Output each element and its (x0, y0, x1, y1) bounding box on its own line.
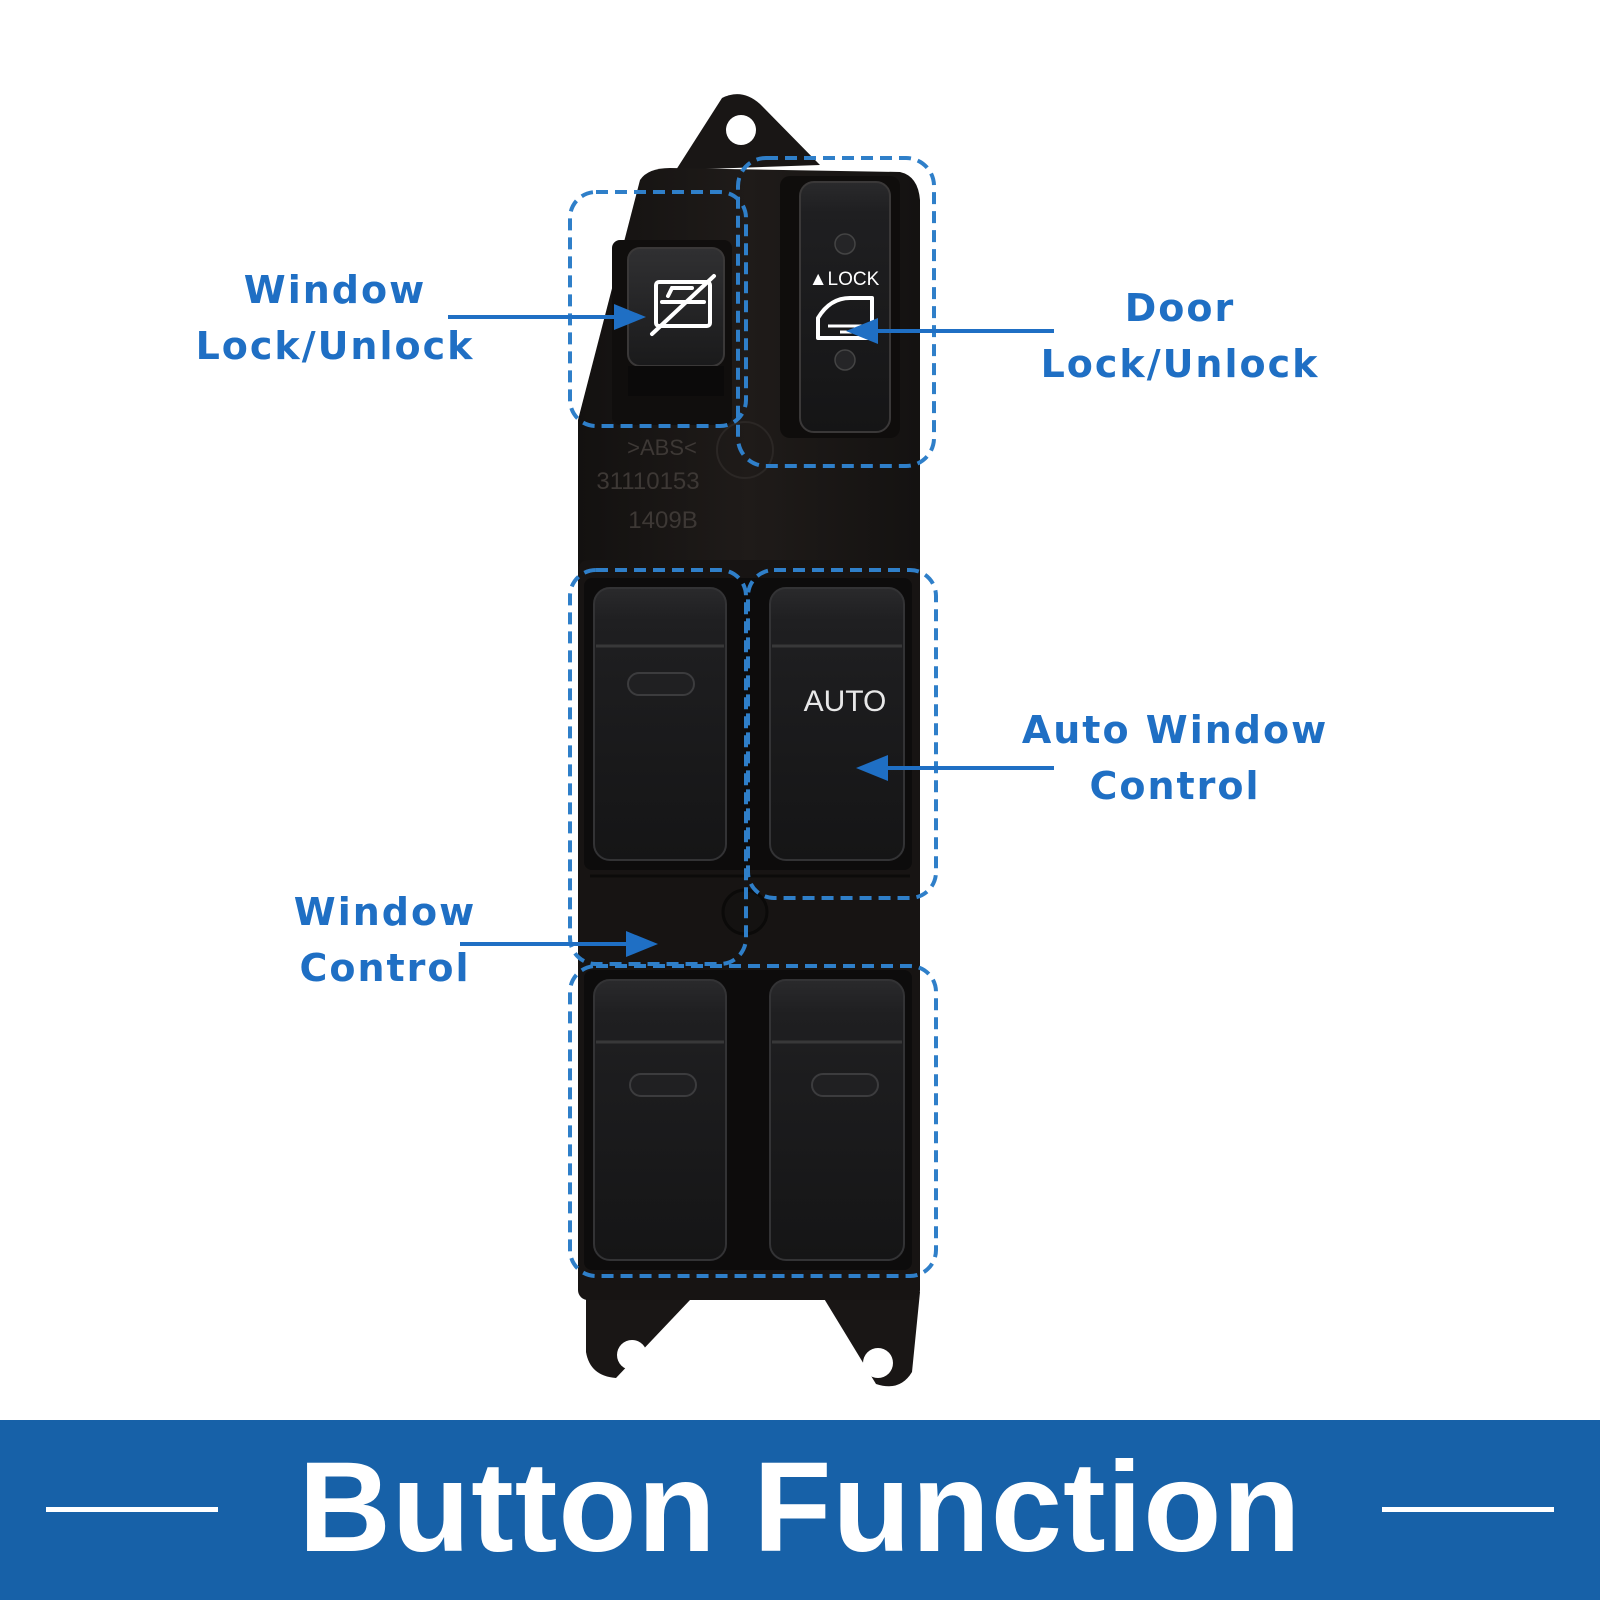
arrow-window-control (460, 931, 658, 957)
callout-door-lock-line2: Lock/Unlock (1040, 342, 1320, 386)
window-control-rear-left[interactable] (593, 979, 727, 1261)
callout-door-lock: Door Lock/Unlock (1030, 280, 1330, 392)
callout-auto-window: Auto Window Control (1010, 702, 1340, 814)
marking-code: 1409B (628, 507, 697, 534)
callout-auto-window-line1: Auto Window (1021, 708, 1329, 752)
door-lock-button[interactable] (799, 181, 891, 433)
door-lock-dimple-bottom (834, 349, 856, 371)
lock-label: ▲LOCK (809, 269, 880, 290)
auto-window-control-front-right[interactable]: AUTO (769, 587, 905, 861)
highlight-window-lock (568, 190, 748, 428)
callout-door-lock-line1: Door (1124, 286, 1236, 330)
auto-label: AUTO (804, 685, 887, 718)
top-mount-hole (726, 115, 756, 145)
housing-mold-circle (716, 421, 774, 479)
callout-window-lock-line2: Lock/Unlock (195, 324, 475, 368)
banner-rule-right (1382, 1507, 1554, 1512)
callout-window-control-line2: Control (299, 946, 471, 990)
bottom-left-mount-tab (586, 1282, 690, 1378)
window-control-rear-right[interactable] (769, 979, 905, 1261)
window-lock-icon (650, 274, 716, 336)
callout-window-lock-line1: Window (243, 268, 427, 312)
door-lock-dimple-top (834, 233, 856, 255)
marking-material: >ABS< (627, 435, 697, 460)
callout-window-control-line1: Window (293, 890, 477, 934)
marking-part-number: 31110153 (596, 468, 699, 495)
arrow-window-lock (448, 304, 646, 330)
banner-rule-left (46, 1507, 218, 1512)
title-banner: Button Function (0, 1420, 1600, 1600)
bottom-right-mount-tab (820, 1292, 920, 1387)
bottom-left-mount-hole (617, 1340, 647, 1370)
callout-window-lock: Window Lock/Unlock (180, 262, 490, 374)
highlight-rear-window-controls (568, 964, 938, 1278)
highlight-door-lock (736, 156, 936, 468)
banner-title: Button Function (298, 1436, 1302, 1579)
callout-window-control: Window Control (270, 884, 500, 996)
window-switch-panel: >ABS< 31110153 1409B ▲LOCK AUTO (448, 94, 1054, 1387)
window-control-front-left[interactable] (593, 587, 727, 861)
window-lock-base (628, 366, 724, 396)
arrow-auto-window (856, 755, 1054, 781)
highlight-auto-window (746, 568, 938, 900)
callout-auto-window-line2: Control (1089, 764, 1261, 808)
arrow-door-lock (846, 318, 1054, 344)
bottom-right-mount-hole (863, 1348, 893, 1378)
